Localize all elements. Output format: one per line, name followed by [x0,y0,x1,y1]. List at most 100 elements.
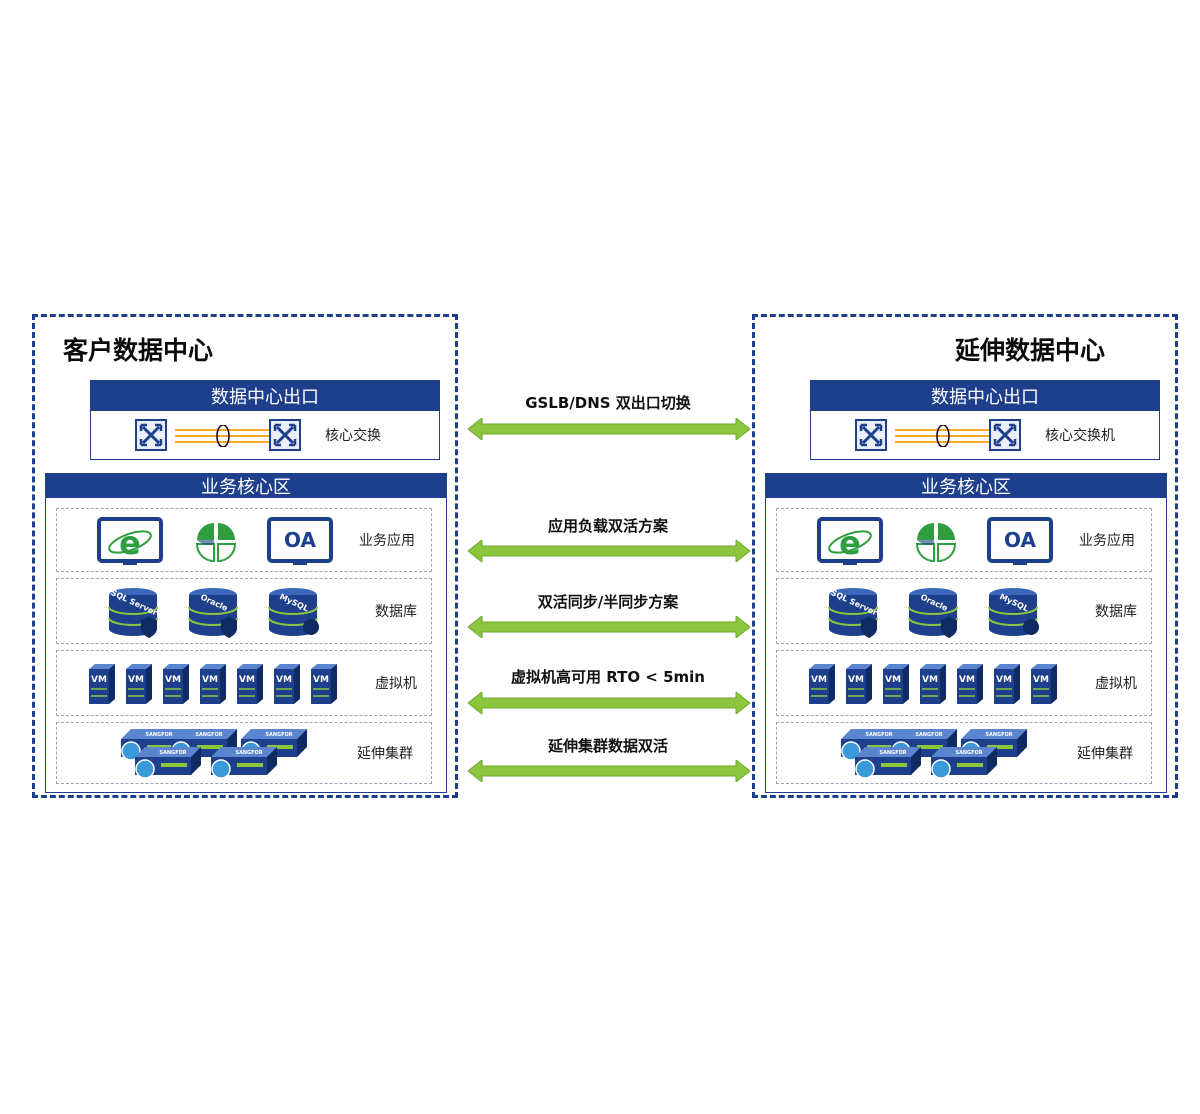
vm-label: VM [202,675,218,685]
vm-label: VM [128,675,144,685]
vm-icon: VM [957,664,983,704]
bidirectional-arrow-icon [468,616,750,638]
vm-icon: VM [846,664,872,704]
left-layer-vm-label: 虚拟机 [375,676,417,692]
vm-icon: VM [89,664,115,704]
left-core-switch-row: 核心交换 [91,411,439,459]
oa-monitor-icon: OA [987,517,1053,565]
oa-text: OA [1004,528,1036,552]
sangfor-brand: SANGFOR [195,732,222,738]
link-label-gslb: GSLB/DNS 双出口切换 [525,394,691,412]
right-layer-vm: VM VM VM VM VM VM VM 虚拟机 [776,650,1152,716]
vm-icon: VM [274,664,300,704]
core-switch-icon [269,419,301,451]
vm-label: VM [885,675,901,685]
oa-text: OA [284,528,316,552]
bidirectional-arrow-icon [468,692,750,714]
mysql-db-icon: MySQL [988,588,1039,636]
left-business-zone: 业务核心区 e OA 业务应用 [45,473,447,793]
core-switch-icon [855,419,887,451]
vm-icon: VM [920,664,946,704]
left-layer-vm: VM VM VM VM VM VM VM 虚拟机 [56,650,432,716]
left-dc-title: 客户数据中心 [63,336,214,365]
cluster-server-icon: SANGFOR [855,747,921,779]
cluster-server-icon: SANGFOR [135,747,201,779]
vm-icon: VM [883,664,909,704]
right-zone-title: 业务核心区 [766,474,1166,498]
left-layer-cluster-label: 延伸集群 [357,746,413,762]
left-layer-apps-label: 业务应用 [359,533,415,549]
link-label-vm-ha: 虚拟机高可用 RTO < 5min [511,668,705,686]
ie-monitor-icon: e [817,517,883,565]
link-label-cluster: 延伸集群数据双活 [547,737,668,755]
left-layer-db-label: 数据库 [375,604,417,620]
vm-label: VM [922,675,938,685]
sangfor-brand: SANGFOR [865,732,892,738]
left-layer-db: SQL Server Oracle MySQL 数据库 [56,578,432,644]
sql-server-db-icon: SQL Server [828,588,879,638]
clover-app-icon [195,523,237,563]
clover-app-icon [915,523,957,563]
vm-label: VM [1033,675,1049,685]
vm-label: VM [996,675,1012,685]
vm-icon: VM [237,664,263,704]
right-core-label: 核心交换机 [1045,428,1115,444]
right-dc-exit: 数据中心出口 核心交换机 [810,380,1160,460]
right-layer-db: SQL Server Oracle MySQL 数据库 [776,578,1152,644]
core-switch-icon [135,419,167,451]
cluster-server-icon: SANGFOR [931,747,997,779]
vm-icon: VM [1031,664,1057,704]
oracle-db-icon: Oracle [188,588,238,638]
vm-label: VM [276,675,292,685]
left-exit-title: 数据中心出口 [91,381,439,411]
left-core-label: 核心交换 [325,428,381,444]
left-zone-title: 业务核心区 [46,474,446,498]
bidirectional-arrow-icon [468,760,750,782]
ie-letter: e [839,524,861,562]
cluster-server-icon: SANGFOR [211,747,277,779]
vm-icon: VM [994,664,1020,704]
vm-label: VM [91,675,107,685]
sangfor-brand: SANGFOR [235,750,262,756]
sangfor-brand: SANGFOR [985,732,1012,738]
bidirectional-arrow-icon [468,540,750,562]
vm-icon: VM [200,664,226,704]
link-label-load-balance: 应用负载双活方案 [547,517,668,535]
bidirectional-arrow-icon [468,418,750,440]
sangfor-brand: SANGFOR [145,732,172,738]
sangfor-brand: SANGFOR [955,750,982,756]
right-data-center: 延伸数据中心 数据中心出口 核心交换机 业务核心区 [752,314,1178,798]
sangfor-brand: SANGFOR [879,750,906,756]
right-dc-title: 延伸数据中心 [955,336,1106,365]
link-aggregation-icon [895,425,991,447]
right-layer-cluster: SANGFOR SANGFOR SANGFOR SANGFOR SANGFOR 延伸集群 [776,722,1152,784]
left-layer-cluster: SANGFOR SANGFOR SANGFOR SANGFOR SANGFOR 延伸集群 [56,722,432,784]
right-layer-apps: e OA 业务应用 [776,508,1152,572]
ie-letter: e [119,524,141,562]
sangfor-brand: SANGFOR [915,732,942,738]
vm-label: VM [959,675,975,685]
vm-icon: VM [126,664,152,704]
core-switch-icon [989,419,1021,451]
right-layer-vm-label: 虚拟机 [1095,676,1137,692]
sql-server-db-icon: SQL Server [108,588,159,638]
left-data-center: 客户数据中心 数据中心出口 核心交换 业务核心区 [32,314,458,798]
right-layer-cluster-label: 延伸集群 [1077,746,1133,762]
ie-monitor-icon: e [97,517,163,565]
vm-icon: VM [163,664,189,704]
vm-label: VM [313,675,329,685]
vm-label: VM [848,675,864,685]
vm-icon: VM [809,664,835,704]
oa-monitor-icon: OA [267,517,333,565]
right-core-switch-row: 核心交换机 [811,411,1159,459]
mysql-db-icon: MySQL [268,588,319,636]
right-layer-apps-label: 业务应用 [1079,533,1135,549]
link-label-db-sync: 双活同步/半同步方案 [537,593,679,611]
right-layer-db-label: 数据库 [1095,604,1137,620]
vm-icon: VM [311,664,337,704]
right-business-zone: 业务核心区 e OA 业务应用 [765,473,1167,793]
right-exit-title: 数据中心出口 [811,381,1159,411]
sangfor-brand: SANGFOR [265,732,292,738]
link-aggregation-icon [175,425,271,447]
left-layer-apps: e OA 业务应用 [56,508,432,572]
